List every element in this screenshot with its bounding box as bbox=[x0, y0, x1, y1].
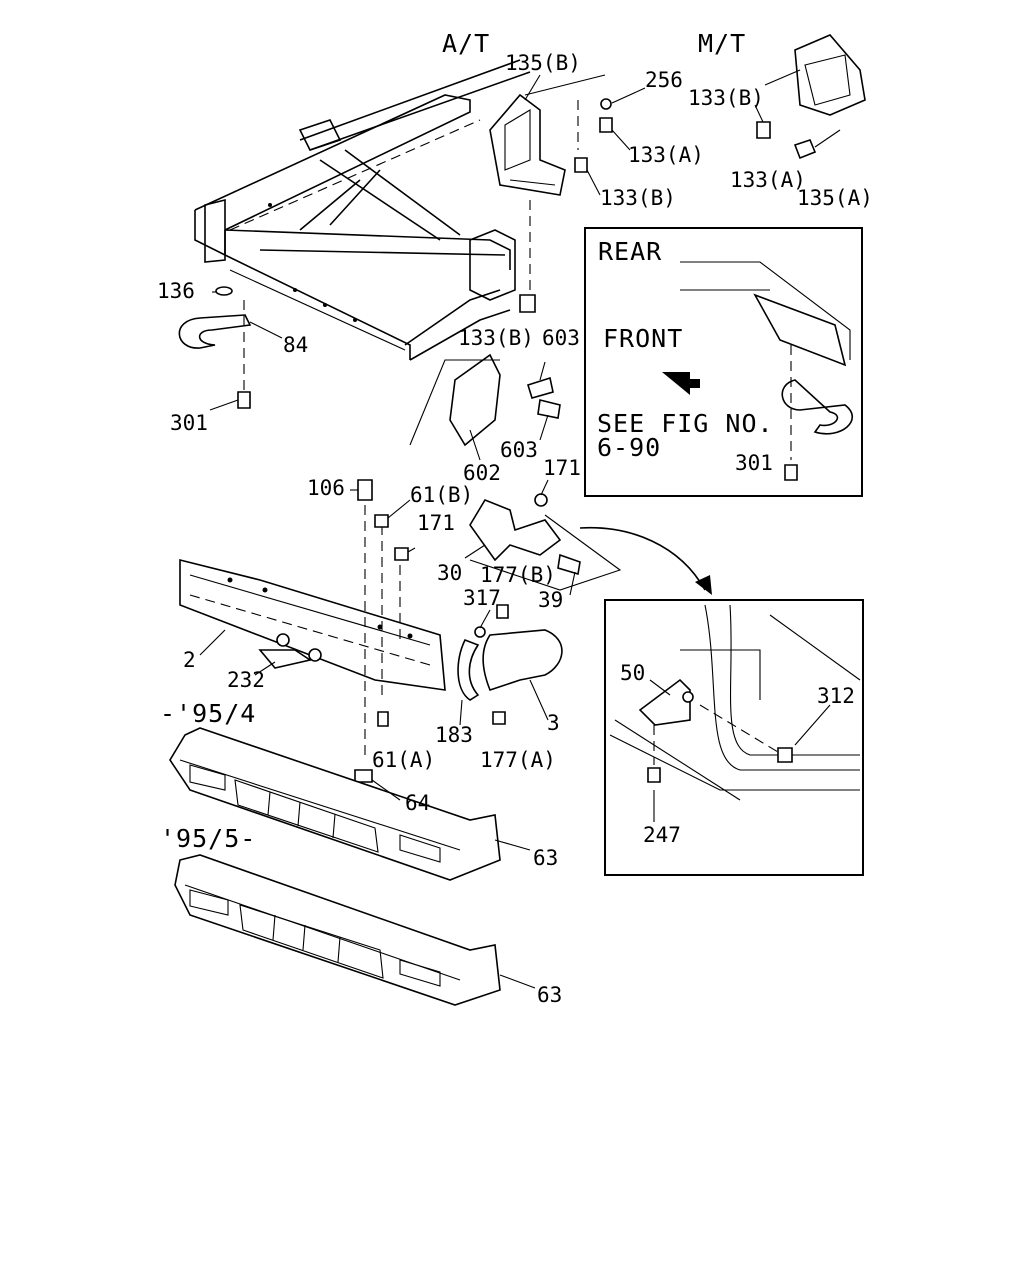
callout-39: 39 bbox=[538, 588, 563, 612]
chassis-frame bbox=[194, 59, 531, 361]
inset-callout-50: 50 bbox=[620, 661, 645, 685]
inset-detail: 50 312 247 bbox=[604, 599, 864, 876]
callout-106: 106 bbox=[307, 476, 345, 500]
callout-301: 301 bbox=[170, 411, 208, 435]
callout-61a: 61(A) bbox=[372, 748, 435, 772]
front-bumper-late bbox=[174, 854, 501, 1006]
inset-see-fig-label: SEE FIG NO. bbox=[597, 409, 774, 438]
callout-603-bottom: 603 bbox=[500, 438, 538, 462]
bolt-133a-at bbox=[574, 98, 613, 173]
mount-bracket-mt bbox=[756, 34, 866, 160]
variant-at-label: A/T bbox=[442, 29, 490, 58]
callout-317: 317 bbox=[463, 586, 501, 610]
callout-2: 2 bbox=[183, 648, 196, 672]
callout-133b-at: 133(B) bbox=[600, 186, 676, 210]
callout-602: 602 bbox=[463, 461, 501, 485]
callout-61b: 61(B) bbox=[410, 483, 473, 507]
corner-cover-3 bbox=[457, 604, 563, 725]
callout-603-top: 603 bbox=[542, 326, 580, 350]
inset-callout-301: 301 bbox=[735, 451, 773, 475]
variant-late-label: '95/5- bbox=[160, 824, 256, 853]
callout-135a-mt: 135(A) bbox=[797, 186, 873, 210]
callout-136: 136 bbox=[157, 279, 195, 303]
variant-mt-label: M/T bbox=[698, 29, 746, 58]
callout-84: 84 bbox=[283, 333, 308, 357]
callout-135b-at: 135(B) bbox=[505, 51, 581, 75]
callout-133a-at: 133(A) bbox=[628, 143, 704, 167]
mount-bracket-at bbox=[489, 74, 606, 300]
callout-171-mid: 171 bbox=[417, 511, 455, 535]
callout-30: 30 bbox=[437, 561, 462, 585]
callout-177a: 177(A) bbox=[480, 748, 556, 772]
inset-callout-312: 312 bbox=[817, 684, 855, 708]
inset-fig-number: 6-90 bbox=[597, 433, 661, 462]
inset-rear-label: REAR bbox=[598, 237, 662, 266]
leader-lines bbox=[199, 74, 764, 989]
front-bumper-early bbox=[169, 727, 501, 881]
inset-tow-point: REAR FRONT SEE FIG NO. 6-90 301 bbox=[584, 227, 863, 497]
callout-232: 232 bbox=[227, 668, 265, 692]
bracket-602 bbox=[409, 294, 561, 447]
callout-177b: 177(B) bbox=[480, 563, 556, 587]
callout-133b-mid: 133(B) bbox=[458, 326, 534, 350]
callout-64: 64 bbox=[405, 791, 430, 815]
callout-63-upper: 63 bbox=[533, 846, 558, 870]
callout-133b-mt: 133(B) bbox=[688, 86, 764, 110]
callout-171-top: 171 bbox=[543, 456, 581, 480]
callout-63-lower: 63 bbox=[537, 983, 562, 1007]
callout-183: 183 bbox=[435, 723, 473, 747]
tow-hook-left bbox=[178, 286, 252, 409]
bolt-106 bbox=[354, 479, 401, 783]
bumper-reinforcement bbox=[179, 558, 446, 691]
callout-256: 256 bbox=[645, 68, 683, 92]
callout-133a-mt: 133(A) bbox=[730, 168, 806, 192]
clip-232 bbox=[258, 633, 322, 669]
callout-3: 3 bbox=[547, 711, 560, 735]
inset-front-label: FRONT bbox=[603, 324, 683, 353]
variant-early-label: -'95/4 bbox=[160, 699, 256, 728]
inset-callout-247: 247 bbox=[643, 823, 681, 847]
bracket-30 bbox=[394, 493, 622, 591]
